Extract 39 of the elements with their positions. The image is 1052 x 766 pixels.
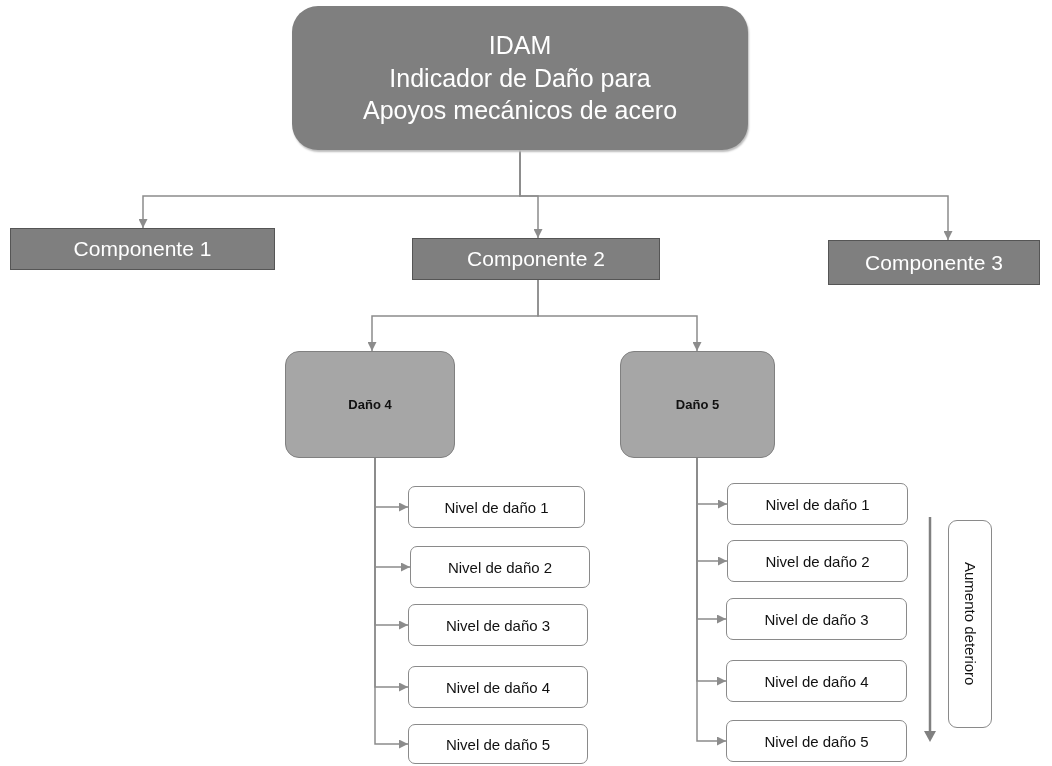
description-text: Indicador de Daño para Apoyos mecánicos de acero <box>361 62 679 127</box>
damage-box <box>285 351 455 458</box>
connector-arrow <box>696 457 727 746</box>
node-label: Componente 3 <box>865 250 1003 275</box>
component-box <box>828 240 1040 285</box>
node-label: Nivel de daño 5 <box>764 732 869 750</box>
connector-arrow <box>374 457 409 749</box>
node-label: Nivel de daño 2 <box>447 558 553 576</box>
node-label: Nivel de daño 1 <box>444 498 549 516</box>
level-box <box>410 546 590 588</box>
level-box <box>408 724 588 764</box>
node-label: Nivel de daño 2 <box>765 552 870 570</box>
level-box <box>726 660 907 702</box>
node-label: Aumento deterioro <box>961 562 979 686</box>
node-label: Nivel de daño 1 <box>765 495 870 513</box>
node-label: Componente 1 <box>73 237 212 261</box>
level-box <box>408 666 588 708</box>
node-label: Nivel de daño 3 <box>764 610 869 628</box>
node-label: Daño 5 <box>675 397 720 412</box>
node-label: Daño 4 <box>348 397 392 412</box>
node-label: Nivel de daño 3 <box>445 616 551 634</box>
heading-text: IDAM <box>488 30 552 62</box>
node-label: Nivel de daño 5 <box>445 735 551 753</box>
label-box <box>948 520 992 728</box>
node-label: Nivel de daño 4 <box>445 678 551 696</box>
level-box <box>726 598 907 640</box>
level-box <box>727 540 908 582</box>
node-label: Componente 2 <box>467 247 605 271</box>
root-box <box>292 6 748 150</box>
node-label: Nivel de daño 4 <box>764 672 869 690</box>
level-box <box>727 483 908 525</box>
connector-arrow <box>537 279 702 352</box>
level-box <box>408 604 588 646</box>
connector-arrow <box>519 149 953 241</box>
damage-box <box>620 351 775 458</box>
level-box <box>408 486 585 528</box>
component-box <box>10 228 275 270</box>
component-box <box>412 238 660 280</box>
level-box <box>726 720 907 762</box>
